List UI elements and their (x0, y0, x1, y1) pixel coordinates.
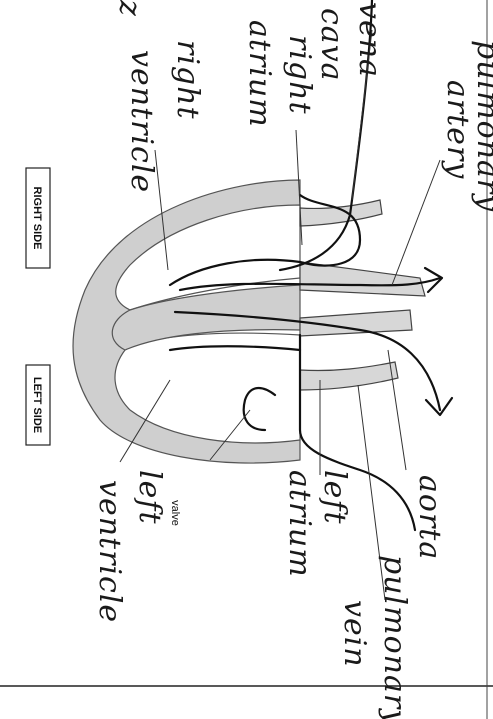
vena-cava-label-b: cava (314, 8, 349, 82)
right-side-label: RIGHT SIDE (31, 187, 43, 250)
aorta-label: aorta (412, 475, 447, 560)
right-atrium-label-b: atrium (242, 20, 277, 128)
pulmonary-vein-label-a: pulmonary (377, 555, 412, 719)
pulmonary-vein-vessel (300, 362, 398, 390)
pulmonary-artery-label-b: artery (440, 80, 475, 179)
cropped-edge-label: z (112, 0, 147, 17)
left-ventricle-label-b: ventricle (92, 480, 127, 623)
left-atrium-label-a: left (317, 470, 352, 525)
valve-label: valve (169, 500, 181, 526)
right-ventricle-label-a: right (170, 40, 205, 120)
left-atrium-label-b: atrium (282, 470, 317, 578)
right-ventricle-label-b: ventricle (124, 50, 159, 193)
left-side-label: LEFT SIDE (31, 377, 43, 433)
leader-pulmonary-artery (392, 160, 440, 285)
leader-aorta (388, 350, 406, 470)
vena-cava-vessel (300, 200, 382, 226)
right-side-label-box: RIGHT SIDE (26, 168, 50, 268)
pulmonary-vein-label-b: vein (337, 600, 372, 668)
left-ventricle-label-a: left (132, 470, 167, 525)
left-side-label-box: LEFT SIDE (26, 365, 50, 445)
right-atrium-label-a: right (282, 35, 317, 115)
pulmonary-artery-vessel (300, 262, 425, 296)
vena-cava-label-a: vena (352, 2, 387, 78)
